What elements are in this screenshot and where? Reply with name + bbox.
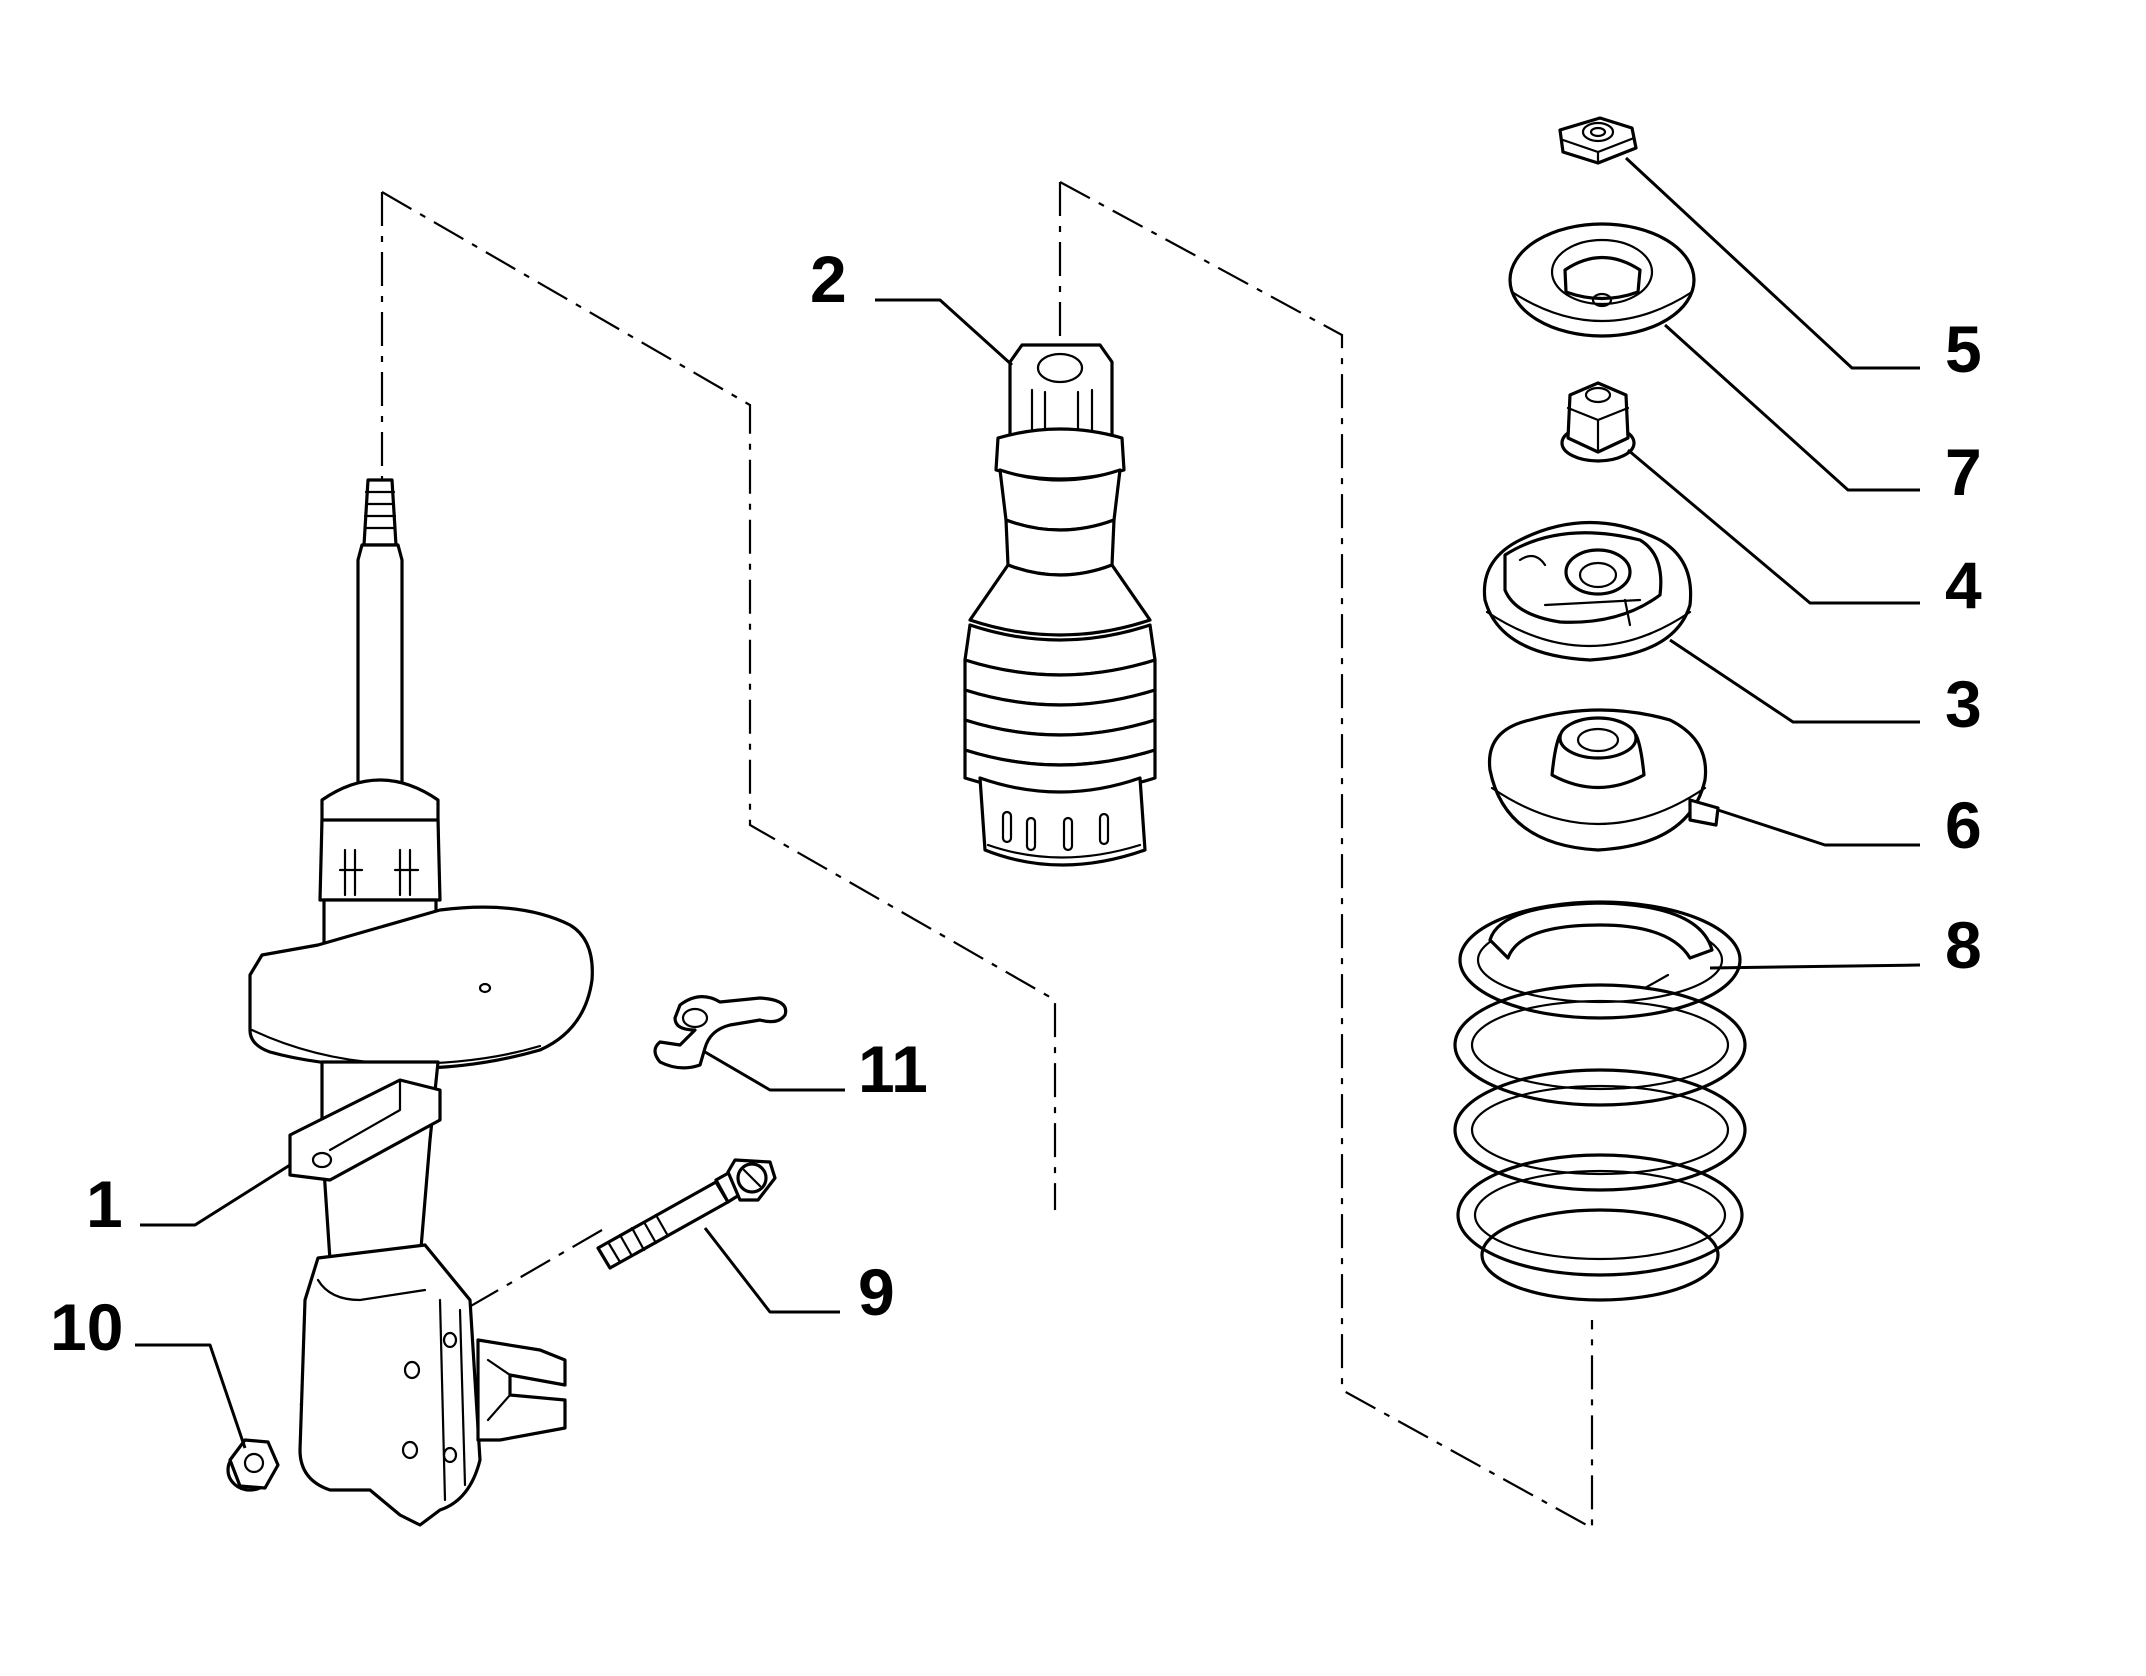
leader-5 — [1624, 156, 1920, 370]
callout-2: 2 — [810, 242, 847, 316]
leader-3 — [1669, 638, 1920, 724]
part-7-top-plate — [1508, 222, 1696, 338]
leader-7 — [1663, 323, 1920, 492]
leader-2 — [875, 298, 1014, 367]
part-1-shock-strut — [248, 478, 594, 1527]
leader-11 — [704, 1050, 845, 1092]
callout-7: 7 — [1945, 435, 1982, 509]
callout-11: 11 — [858, 1032, 928, 1106]
leader-9 — [703, 1227, 840, 1314]
leader-10 — [135, 1343, 247, 1449]
leader-lines — [135, 156, 1921, 1449]
part-9-bolt — [596, 1158, 777, 1270]
callout-8: 8 — [1945, 908, 1982, 982]
callout-9: 9 — [858, 1255, 895, 1329]
callout-10: 10 — [50, 1290, 123, 1364]
part-6-spring-seat — [1487, 708, 1720, 852]
part-11-clip — [653, 995, 788, 1070]
callout-6: 6 — [1945, 788, 1982, 862]
leader-6 — [1717, 808, 1920, 847]
part-10-nut — [226, 1438, 280, 1492]
part-4-flange-nut — [1560, 381, 1636, 463]
part-3-strut-mount — [1482, 521, 1693, 662]
part-5-top-nut — [1558, 116, 1638, 165]
callout-1: 1 — [86, 1167, 123, 1241]
callout-4: 4 — [1945, 548, 1982, 622]
assembly-guide-lines — [299, 181, 1594, 1530]
leader-1 — [140, 1163, 291, 1227]
part-8-coil-spring — [1453, 900, 1747, 1302]
leader-4 — [1627, 448, 1920, 605]
callout-5: 5 — [1945, 312, 1982, 386]
part-2-bump-stop-boot — [963, 343, 1157, 867]
callout-3: 3 — [1945, 667, 1982, 741]
leader-8 — [1709, 963, 1921, 970]
callout-labels: 1 2 3 4 5 6 7 8 9 10 11 — [50, 242, 1982, 1364]
